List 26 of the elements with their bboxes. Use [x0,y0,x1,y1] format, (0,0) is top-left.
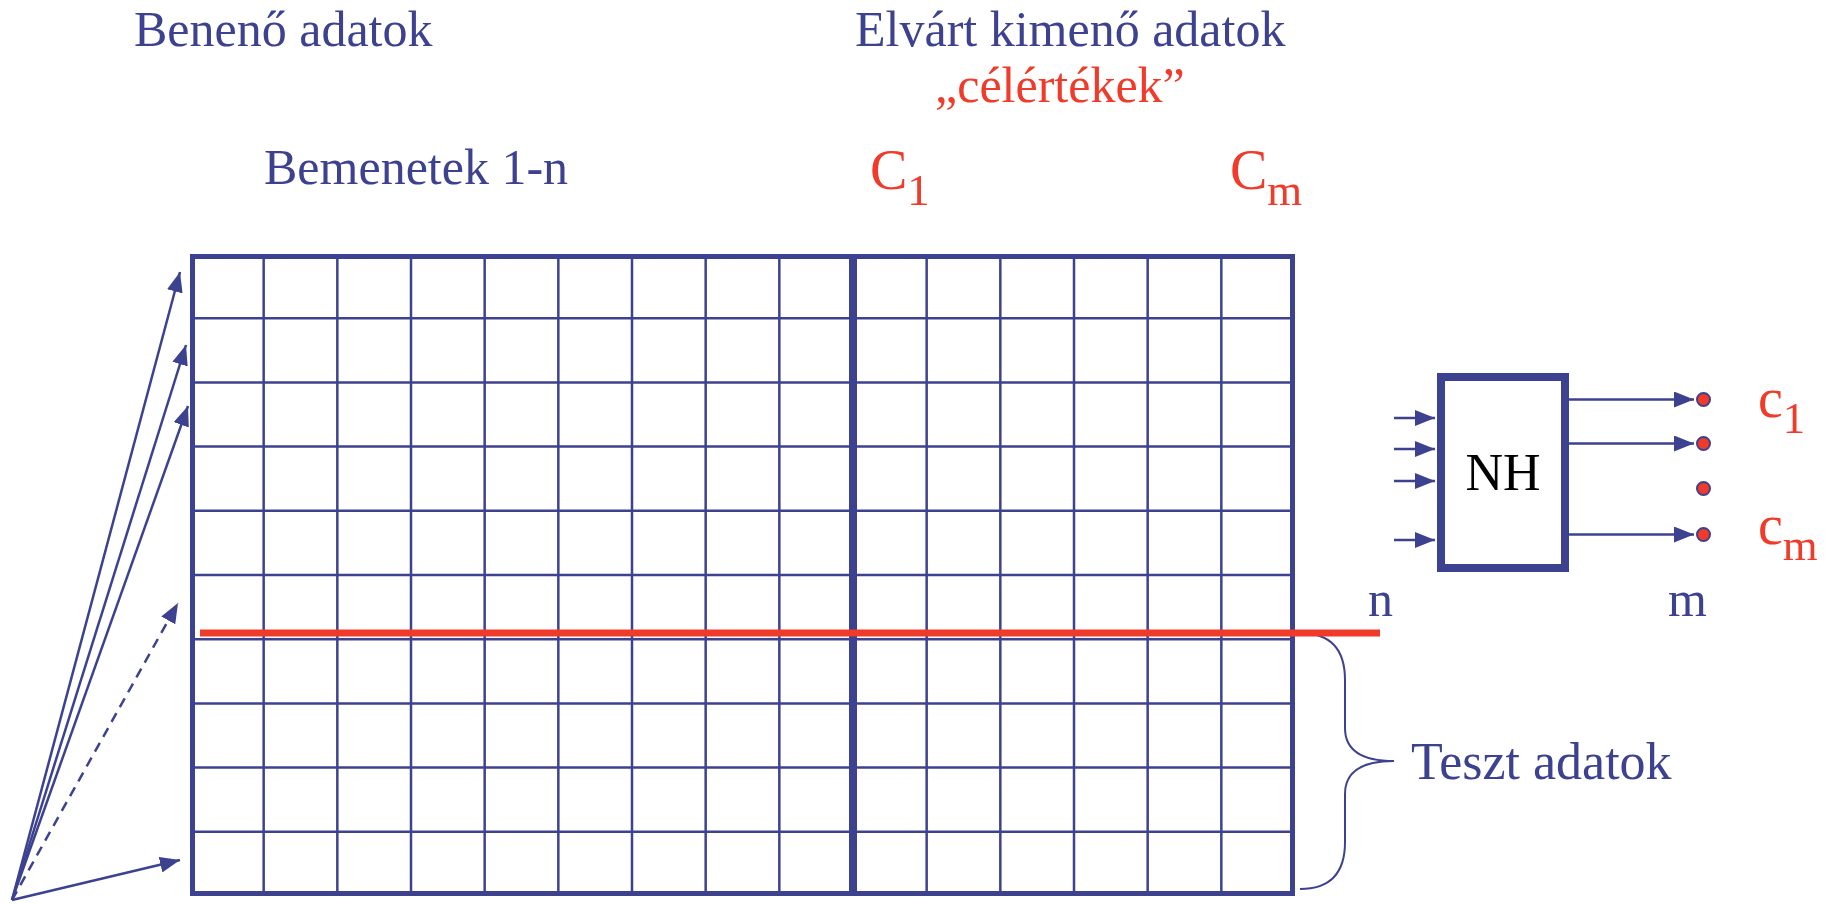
output-dot [1696,436,1711,451]
arrow [1569,526,1694,543]
arrow [1394,532,1435,548]
arrow [11,856,181,902]
arrow [10,602,180,901]
count-label: m [1668,572,1707,627]
column-header: C$_{m}$ [1230,140,1303,215]
count-label: n [1368,572,1393,627]
arrow [1569,391,1694,408]
arrow [1569,435,1694,452]
bracket-label: Teszt adatok [1411,733,1672,791]
output-label: c$_{m}$ [1758,495,1818,570]
arrow [1394,441,1435,457]
column-header: Bemenetek 1-n [264,140,569,195]
output-label: c$_{1}$ [1758,368,1806,443]
table-grid-drawing [190,254,1295,896]
arrow [1394,410,1435,426]
output-dot [1696,527,1711,542]
process-box: NH [1437,373,1569,572]
heading: Elvárt kimenő adatok [855,2,1286,57]
column-header: C$_{1}$ [870,140,930,215]
heading: Benenő adatok [134,2,433,57]
output-dot [1696,392,1711,407]
output-dot [1696,481,1711,496]
arrow [1394,473,1435,489]
subheading: „célértékek” [935,58,1185,113]
